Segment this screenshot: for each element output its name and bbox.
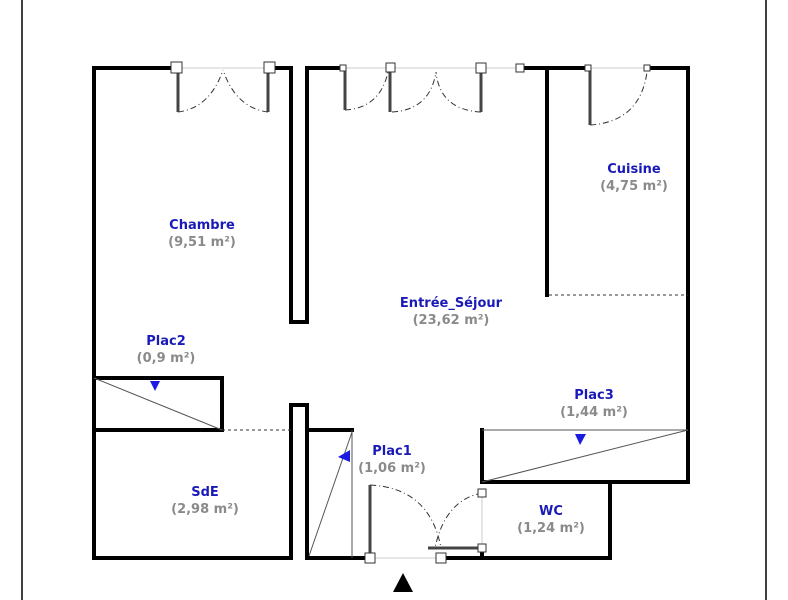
plac3-arrow-icon (575, 434, 586, 445)
room-wc: WC (1,24 m²) (517, 504, 585, 536)
room-cuisine: Cuisine (4,75 m²) (600, 162, 668, 194)
opening-arrows (150, 381, 586, 462)
door-hinges (170, 61, 651, 564)
thin-lines (93, 67, 689, 559)
plac2-arrow-icon (150, 381, 160, 391)
door-leaves (176, 70, 592, 558)
room-plac1: Plac1 (1,06 m²) (358, 444, 426, 476)
room-plac2: Plac2 (0,9 m²) (136, 334, 196, 366)
room-chambre: Chambre (9,51 m²) (168, 218, 236, 250)
room-entree-sejour: Entrée_Séjour (23,62 m²) (399, 296, 503, 328)
entrance-arrow-icon (393, 573, 413, 592)
door-swings (177, 69, 648, 549)
plac1-arrow-icon (338, 450, 350, 462)
room-plac3: Plac3 (1,44 m²) (560, 388, 628, 420)
room-sde: SdE (2,98 m²) (171, 485, 239, 517)
